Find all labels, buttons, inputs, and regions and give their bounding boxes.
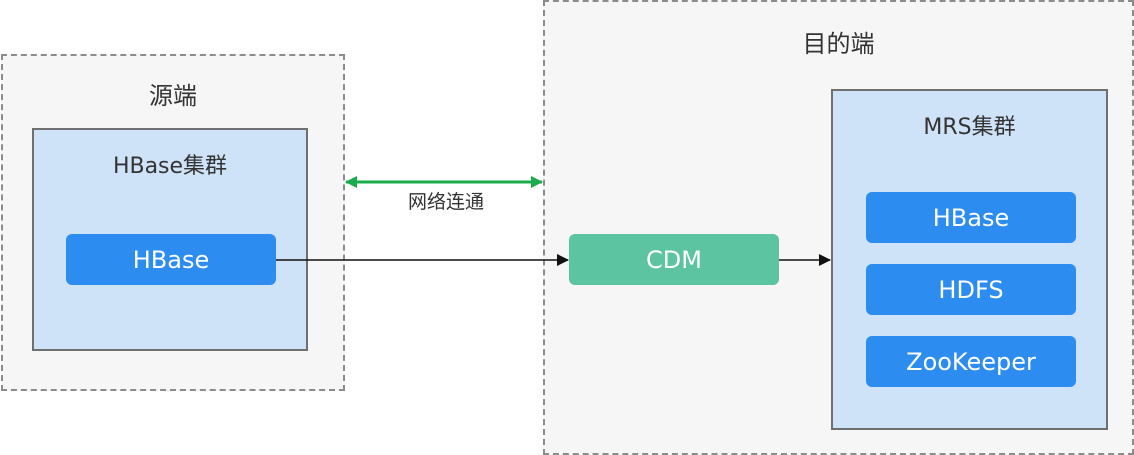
hbase-cluster-title: HBase集群: [112, 154, 228, 179]
source-zone-title: 源端: [149, 82, 197, 110]
network-link-label: 网络连通: [407, 191, 484, 213]
destination-zone-title: 目的端: [802, 30, 875, 58]
source-hbase-node: HBase: [66, 234, 276, 285]
mrs-zookeeper-node: ZooKeeper: [866, 336, 1076, 387]
mrs-hbase-node: HBase: [866, 192, 1076, 243]
mrs-cluster-title: MRS集群: [923, 115, 1016, 140]
mrs-hdfs-node: HDFS: [866, 264, 1076, 315]
cdm-node: CDM: [569, 234, 779, 285]
